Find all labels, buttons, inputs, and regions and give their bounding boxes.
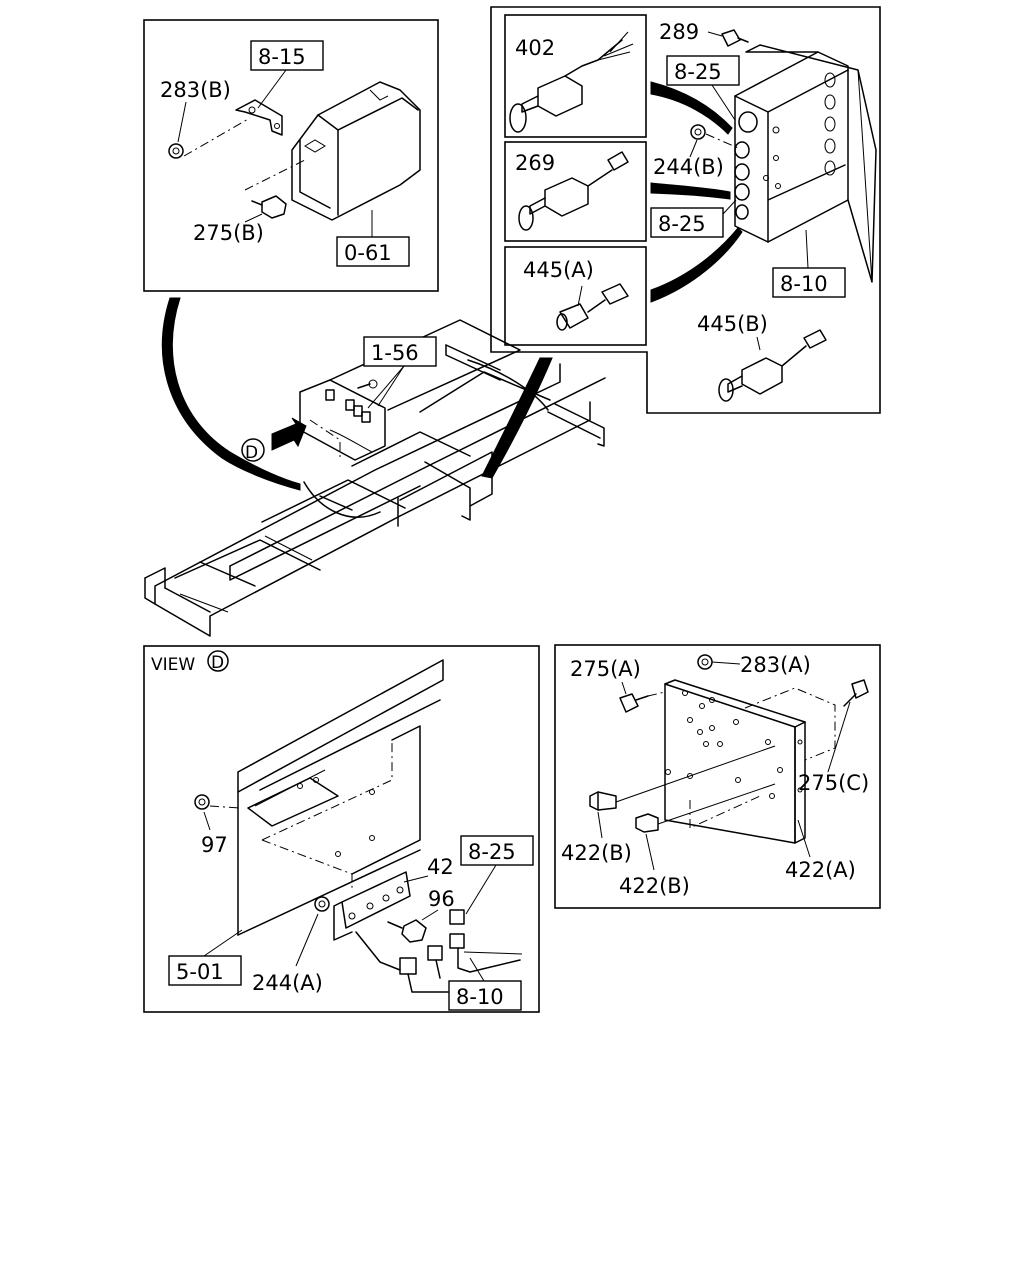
detail-mounting-plate: 275(A) 283(A) 275(C) 422(B) 422(B) 422(A… <box>554 644 881 909</box>
label-269: 269 <box>515 151 555 175</box>
ref-8-15: 8-15 <box>250 40 324 71</box>
nut-244a-icon <box>314 896 330 912</box>
label-283b: 283(B) <box>160 78 231 102</box>
bolt-289-icon <box>721 29 749 47</box>
ref-8-10-top: 8-10 <box>772 267 846 298</box>
switch-269-icon <box>518 151 629 231</box>
label-244b: 244(B) <box>653 155 724 179</box>
label-275a: 275(A) <box>570 657 641 681</box>
nut-97-icon <box>194 794 210 810</box>
bolt-96-icon <box>387 919 427 943</box>
label-422b-1: 422(B) <box>561 841 632 865</box>
label-289: 289 <box>659 20 699 44</box>
label-445a: 445(A) <box>523 258 594 282</box>
bolt-275c-icon <box>843 679 869 707</box>
view-d-marker: D <box>241 438 265 463</box>
ref-8-10-bottom: 8-10 <box>448 980 522 1011</box>
view-d-circle: D <box>207 650 229 673</box>
detail-view-d: VIEW D <box>143 645 540 1013</box>
detail-relay-box: 283(B) 8-15 275(B) 0-61 <box>143 19 439 292</box>
ref-0-61: 0-61 <box>336 236 410 267</box>
switch-402-icon <box>509 31 634 133</box>
ref-8-25-bottom: 8-25 <box>460 835 534 866</box>
bolt-275a-icon <box>619 693 649 713</box>
svg-text:8-15: 8-15 <box>258 45 306 69</box>
ref-5-01: 5-01 <box>168 955 242 986</box>
ref-1-56: 1-56 <box>363 336 437 367</box>
label-402: 402 <box>515 36 555 60</box>
svg-text:1-56: 1-56 <box>371 341 419 365</box>
svg-text:5-01: 5-01 <box>176 960 224 984</box>
svg-text:8-25: 8-25 <box>674 60 722 84</box>
label-275b: 275(B) <box>193 221 264 245</box>
ref-8-25-top: 8-25 <box>666 55 740 86</box>
label-275c: 275(C) <box>798 771 869 795</box>
svg-text:8-10: 8-10 <box>456 985 504 1009</box>
label-96: 96 <box>428 887 455 911</box>
bolt-275b-icon <box>251 195 287 219</box>
label-422a: 422(A) <box>785 858 856 882</box>
nut-283b-icon <box>168 143 184 159</box>
label-244a: 244(A) <box>252 971 323 995</box>
nut-244b-icon <box>690 124 706 140</box>
view-label: VIEW <box>151 655 195 675</box>
svg-text:0-61: 0-61 <box>344 241 392 265</box>
svg-text:D: D <box>245 443 258 463</box>
chassis-frame: D 1-56 <box>144 297 606 637</box>
nut-283a-icon <box>697 654 713 670</box>
sensor-445a-icon <box>556 283 629 331</box>
detail-control-box: 402 269 445(A) <box>490 6 881 414</box>
svg-text:8-25: 8-25 <box>658 212 706 236</box>
svg-text:D: D <box>211 653 224 673</box>
label-445b: 445(B) <box>697 312 768 336</box>
svg-text:8-25: 8-25 <box>468 840 516 864</box>
svg-text:8-10: 8-10 <box>780 272 828 296</box>
switch-445b-icon <box>718 329 827 402</box>
label-422b-2: 422(B) <box>619 874 690 898</box>
label-42: 42 <box>427 855 454 879</box>
ref-8-25-mid: 8-25 <box>650 207 724 238</box>
label-283a: 283(A) <box>740 653 811 677</box>
label-97: 97 <box>201 833 228 857</box>
